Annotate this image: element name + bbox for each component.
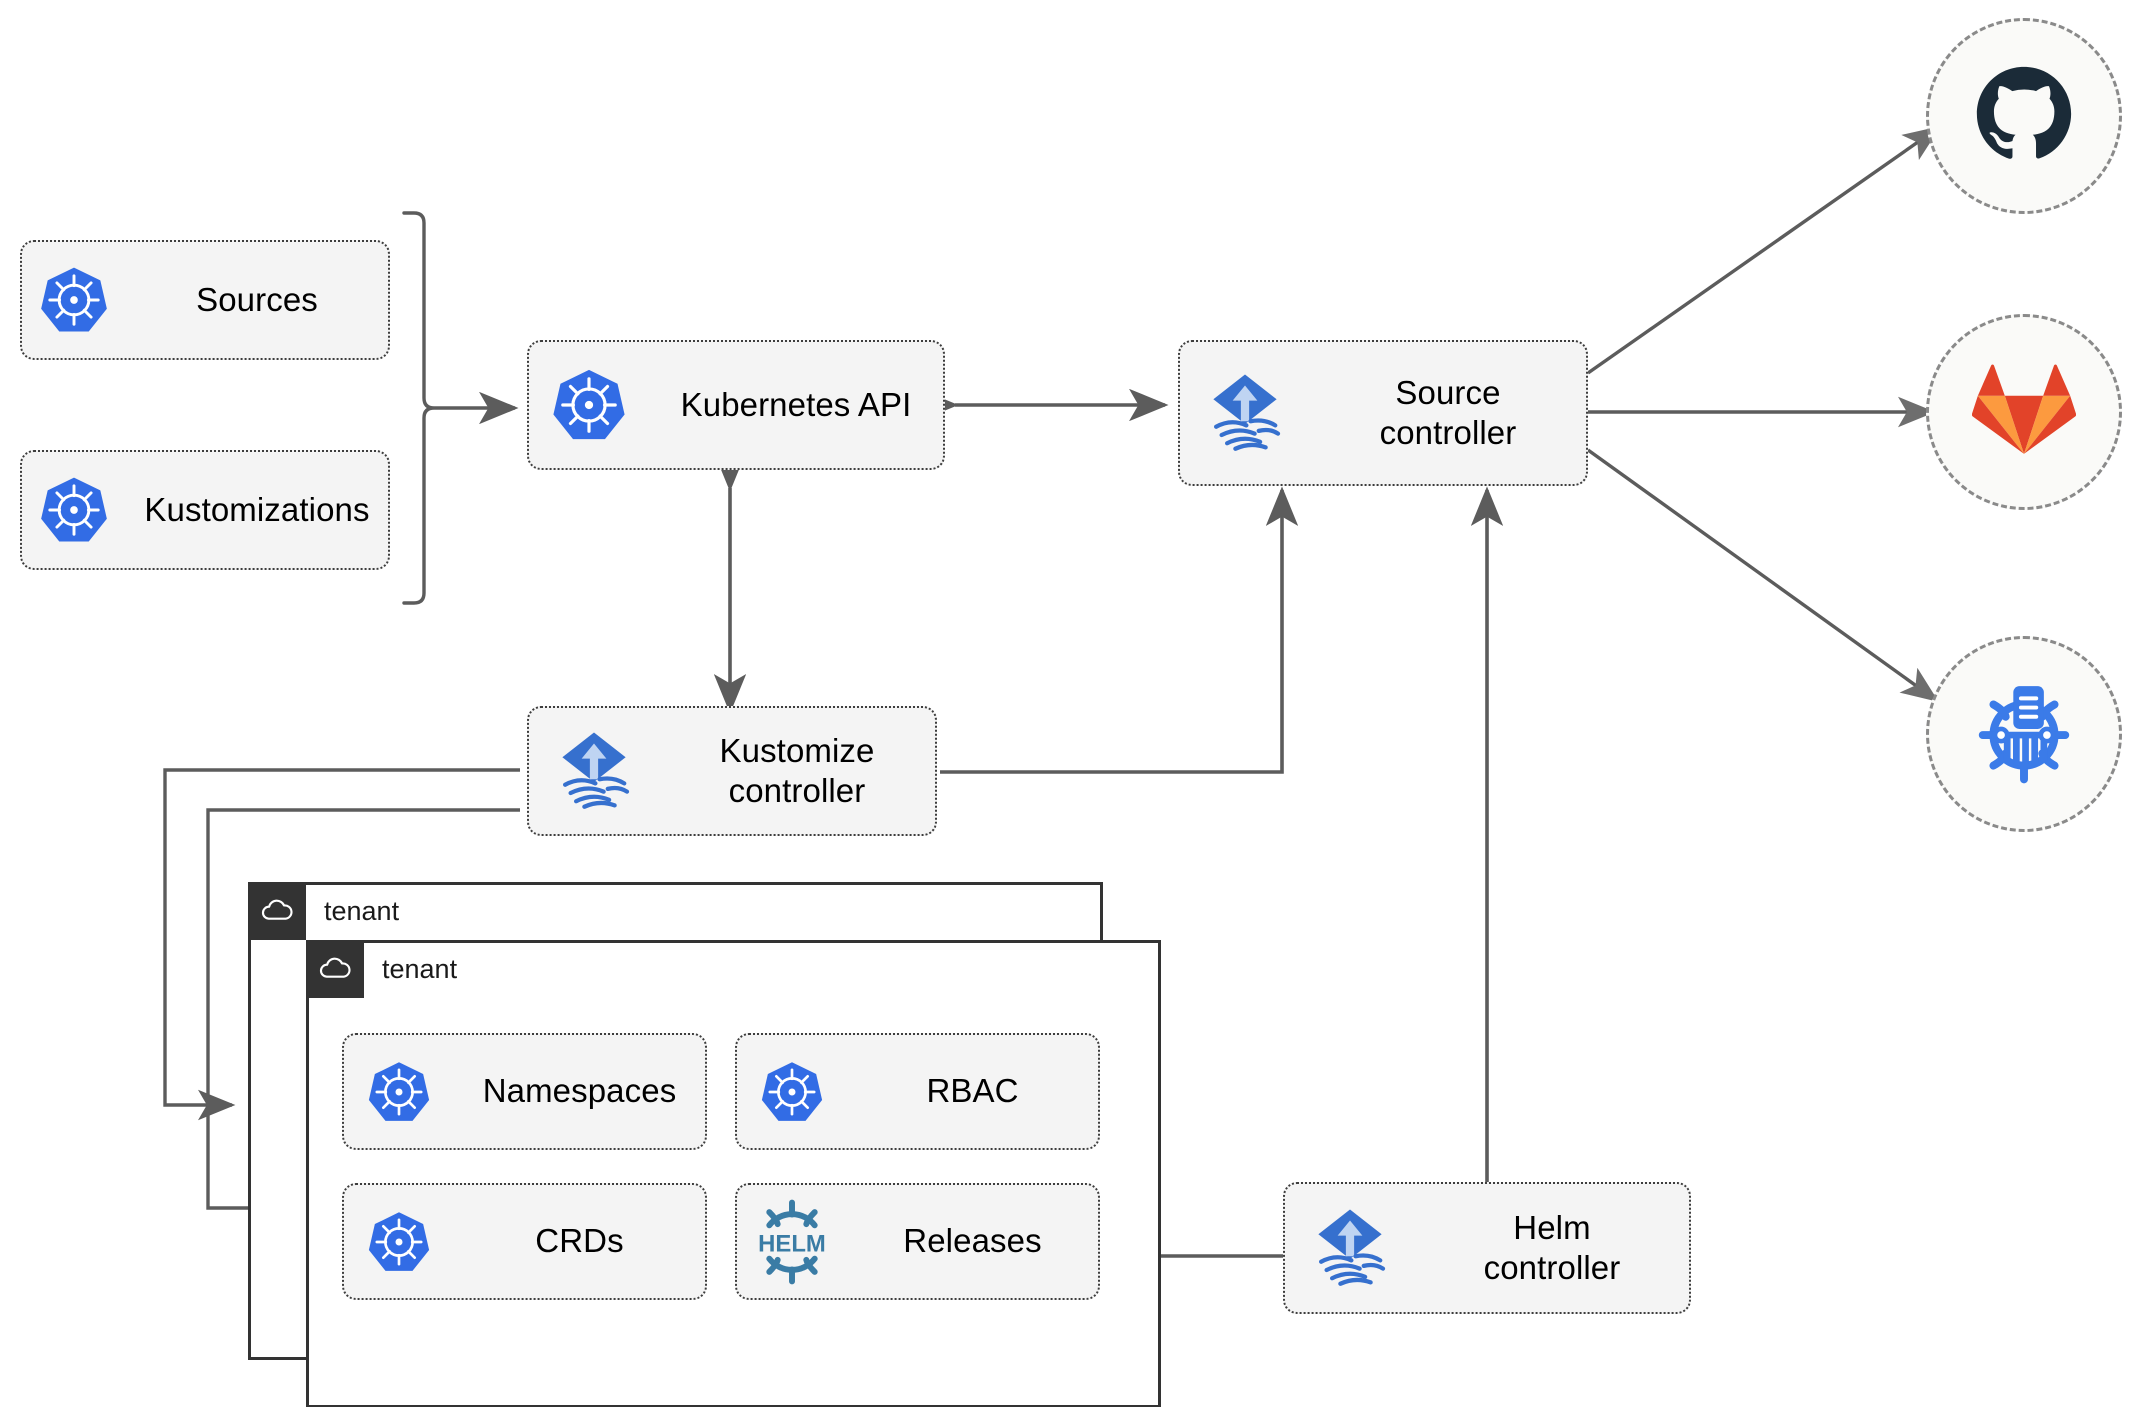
provider-node-helm-registry[interactable]: [1926, 636, 2122, 832]
controller-label: Kustomize controller: [719, 731, 875, 809]
kubernetes-icon: [22, 264, 126, 336]
tenant-resource-label: Namespaces: [482, 1072, 677, 1110]
tenant-label: tenant: [382, 953, 458, 984]
tenant-header: tenant: [306, 940, 457, 998]
tenant-resource-label: Releases: [903, 1222, 1042, 1260]
tenant-resource-label: CRDs: [535, 1222, 624, 1260]
kubernetes-icon: [344, 1209, 454, 1275]
controller-node-helm[interactable]: Helm controller: [1283, 1182, 1691, 1314]
tenant-resource-crds[interactable]: CRDs: [342, 1183, 707, 1300]
tenant-label: tenant: [324, 895, 400, 926]
controller-node-source[interactable]: Source controller: [1178, 340, 1588, 486]
resource-label: Kustomizations: [144, 490, 370, 528]
resource-label: Sources: [196, 280, 318, 318]
tenant-resource-rbac[interactable]: RBAC: [735, 1033, 1100, 1150]
controller-label: Kubernetes API: [680, 385, 912, 423]
cloud-icon: [248, 882, 306, 940]
flux-icon: [529, 727, 659, 815]
provider-node-gitlab[interactable]: [1926, 314, 2122, 510]
helm-wordmark: HELM: [758, 1230, 826, 1257]
kubernetes-icon: [737, 1059, 847, 1125]
provider-node-github[interactable]: [1926, 18, 2122, 214]
tenant-resource-releases[interactable]: HELM Releases: [735, 1183, 1100, 1300]
resource-node-sources[interactable]: Sources: [20, 240, 390, 360]
tenant-header: tenant: [248, 882, 399, 940]
kubernetes-icon: [344, 1059, 454, 1125]
resource-node-kustomizations[interactable]: Kustomizations: [20, 450, 390, 570]
tenant-resource-label: RBAC: [926, 1072, 1019, 1110]
cloud-icon: [306, 940, 364, 998]
controller-label: Helm controller: [1483, 1208, 1621, 1286]
controller-label: Source controller: [1379, 373, 1517, 451]
tenant-frame-front[interactable]: tenant: [306, 940, 1161, 1407]
controller-node-kustomize[interactable]: Kustomize controller: [527, 706, 937, 836]
kubernetes-icon: [529, 366, 649, 444]
flux-icon: [1285, 1204, 1415, 1292]
controller-node-kubernetes-api[interactable]: Kubernetes API: [527, 340, 945, 470]
github-icon: [1972, 62, 2076, 171]
tenant-resource-namespaces[interactable]: Namespaces: [342, 1033, 707, 1150]
flux-icon: [1180, 369, 1310, 457]
kubernetes-icon: [22, 474, 126, 546]
gitlab-icon: [1971, 358, 2077, 467]
helm-registry-icon: [1969, 677, 2079, 792]
helm-icon: HELM: [737, 1199, 847, 1285]
